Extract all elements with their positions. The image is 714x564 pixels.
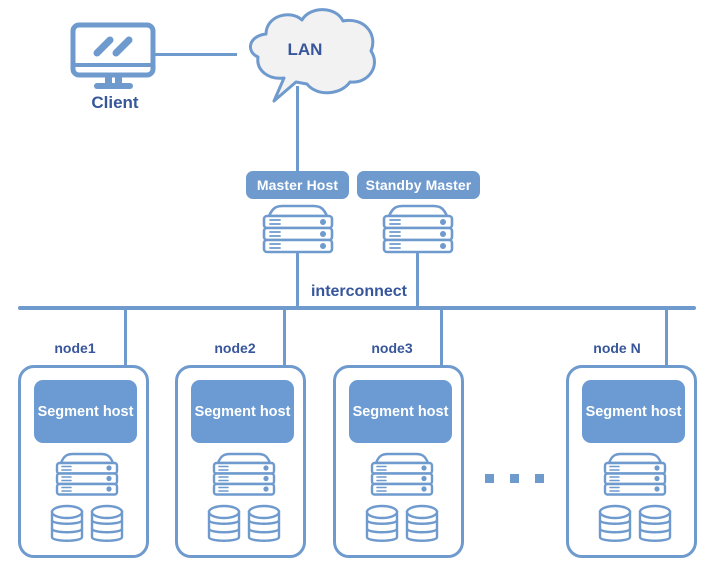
disk-cylinders-nodeN [595,503,677,556]
segment-host-node1: Segment host [34,380,137,443]
segment-host-node3: Segment host [349,380,452,443]
ellipsis-dot [510,474,519,483]
node2-link [283,308,286,366]
node3-label: node3 [371,340,413,356]
client-to-lan-link [152,53,237,56]
interconnect-label: interconnect [310,283,407,300]
disk-cylinders-node2 [204,503,286,556]
server-rack-icon-node3 [362,451,442,502]
ellipsis-dot [485,474,494,483]
disk-cylinders-node1 [47,503,129,556]
lan-to-master-link [296,86,299,171]
lan-cloud-icon [228,4,383,114]
segment-host-nodeN: Segment host [582,380,685,443]
server-rack-icon-node2 [204,451,284,502]
node-box-nodeN[interactable]: Segment host [566,365,697,558]
node3-link [440,308,443,366]
server-rack-icon-node1 [47,451,127,502]
lan-label: LAN [287,40,323,59]
node1-link [124,308,127,366]
client-monitor-icon [70,22,162,97]
disk-cylinders-node3 [362,503,444,556]
nodeN-label: node N [593,340,641,356]
standby-master-badge[interactable]: Standby Master [357,171,480,199]
master-to-interconnect-link [296,252,299,308]
server-rack-icon-nodeN [595,451,675,502]
client-label: Client [91,93,139,112]
master-host-badge[interactable]: Master Host [246,171,349,199]
segment-host-node2: Segment host [191,380,294,443]
node1-label: node1 [54,340,96,356]
interconnect-bus [18,306,696,310]
node-box-node1[interactable]: Segment host [18,365,149,558]
standby-master-server-rack-icon [373,203,463,260]
nodeN-link [665,308,668,366]
master-host-server-rack-icon [253,203,343,260]
standby-to-interconnect-link [416,252,419,308]
ellipsis-dot [535,474,544,483]
nodes-ellipsis [485,474,544,483]
node-box-node2[interactable]: Segment host [175,365,306,558]
node-box-node3[interactable]: Segment host [333,365,464,558]
node2-label: node2 [214,340,256,356]
